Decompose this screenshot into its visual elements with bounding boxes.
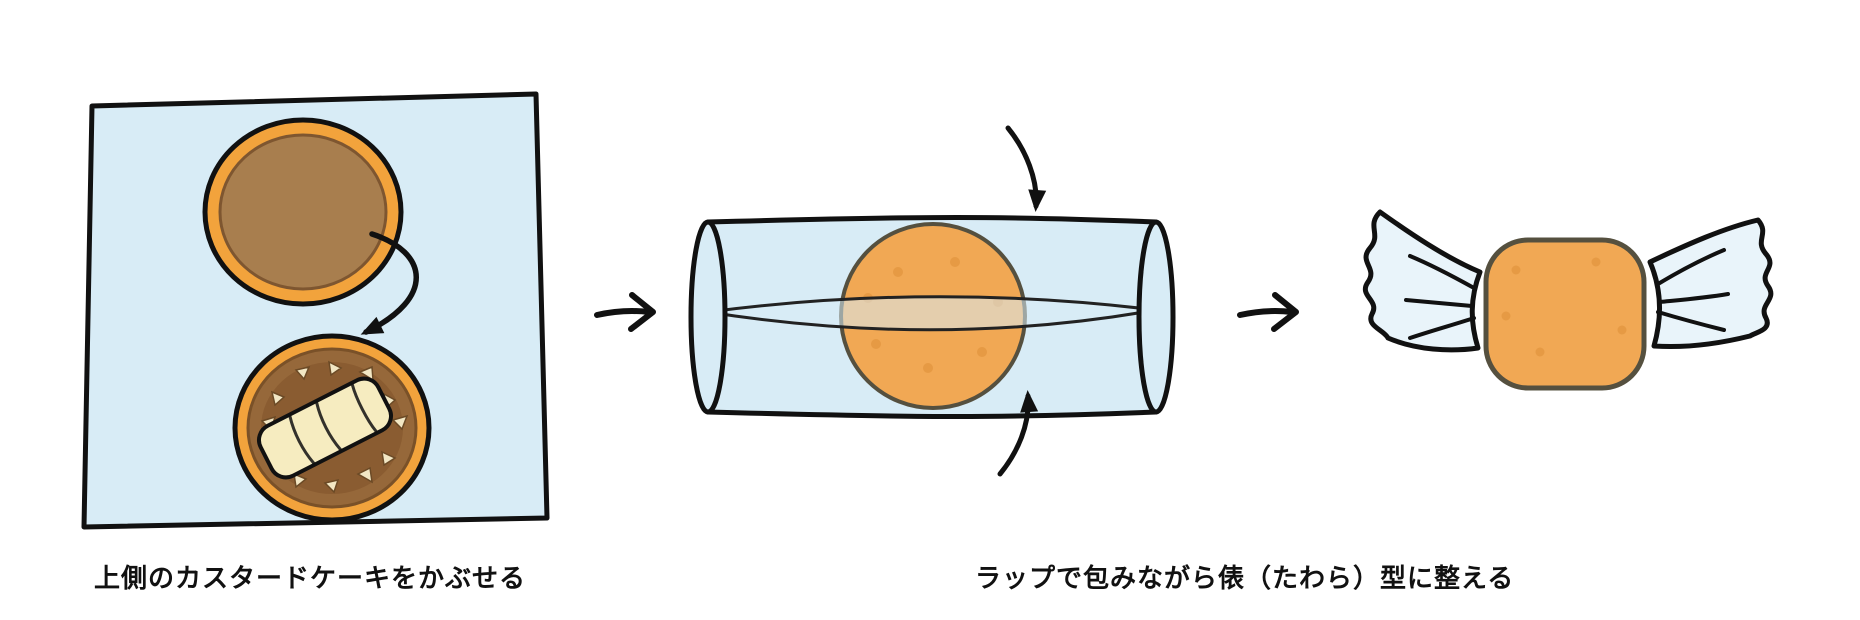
wrap-roll-right-end xyxy=(1136,219,1176,415)
caption-step1: 上側のカスタードケーキをかぶせる xyxy=(94,564,527,594)
candy-cake-center xyxy=(1483,237,1647,391)
place-on-top-arrow-icon xyxy=(360,231,419,335)
wrap-roll-edges xyxy=(705,215,1159,419)
wrap-gather-lines-right xyxy=(1656,248,1730,332)
flow-arrow-2-icon xyxy=(1237,292,1299,332)
candy-wing-right xyxy=(1647,217,1774,349)
wrap-gather-lines-left xyxy=(1404,254,1476,340)
butter-stick xyxy=(257,376,393,480)
step1-plastic-wrap-sheet-group xyxy=(81,91,550,530)
step2-wrapped-roll-group xyxy=(688,125,1176,477)
twist-arrow-top-icon xyxy=(1005,125,1047,212)
cake-top-half xyxy=(202,117,404,307)
caption-step2: ラップで包みながら俵（たわら）型に整える xyxy=(975,564,1515,594)
flow-arrow-1-shaft xyxy=(594,308,652,318)
step3-candy-wrap-group xyxy=(1363,209,1774,391)
candy-wing-left xyxy=(1363,209,1483,353)
wrap-roll-left-end xyxy=(688,219,728,415)
flow-arrow-1-head xyxy=(628,292,656,332)
candy-cake-dots xyxy=(1501,257,1627,357)
cake-bottom-half xyxy=(232,333,432,523)
flow-arrow-2-head xyxy=(1271,292,1299,332)
cake-top-surface xyxy=(218,133,388,291)
plastic-wrap-sheet xyxy=(81,91,550,530)
flow-arrow-2-shaft xyxy=(1237,308,1295,318)
twist-arrow-bottom-icon xyxy=(997,390,1039,477)
candy-cake-body xyxy=(1483,237,1647,391)
flow-arrow-1-icon xyxy=(594,292,656,332)
butter-stick-lines xyxy=(288,383,378,465)
